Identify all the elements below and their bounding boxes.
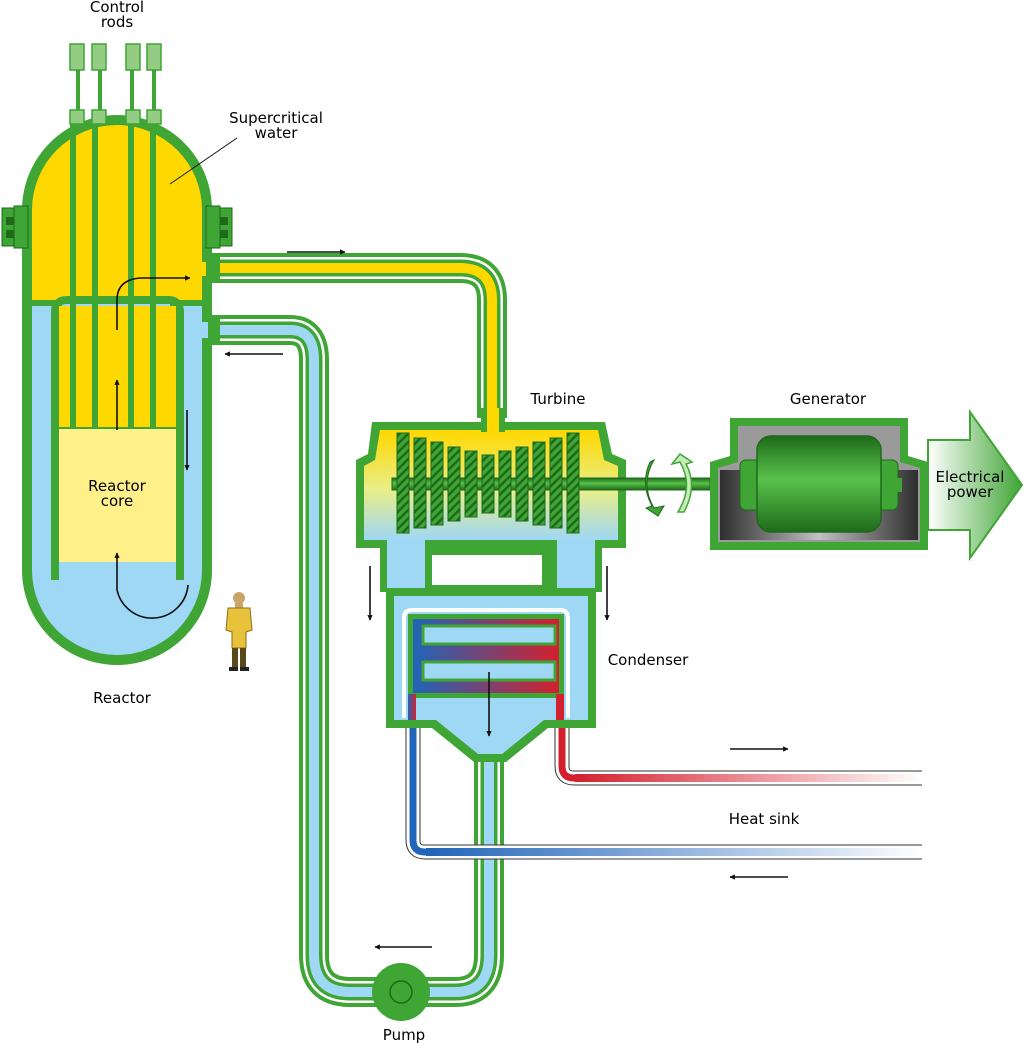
condenser-label: Condenser — [608, 651, 689, 669]
control-rod-head — [69, 43, 85, 71]
electrical-power-label-line1: Electrical — [936, 468, 1005, 486]
rotation-indicator — [644, 452, 694, 517]
control-rod-head — [146, 43, 162, 71]
control-rods-label-line2: rods — [101, 13, 134, 31]
turbine — [356, 408, 711, 548]
worker-figure — [225, 592, 253, 671]
generator — [710, 418, 928, 550]
pump-label: Pump — [383, 1026, 425, 1043]
condenser — [380, 540, 602, 762]
heat-sink-hot-line — [554, 700, 922, 786]
supercritical-water-region — [32, 125, 202, 300]
control-rods-label-line1: Control — [90, 0, 144, 16]
supercritical-water-label-line1: Supercritical — [229, 109, 323, 127]
steam-line — [205, 253, 507, 418]
condenser-flow-arrows — [367, 566, 610, 621]
reactor-core-label-line1: Reactor — [88, 477, 146, 495]
pump — [372, 963, 430, 1021]
electrical-power-arrow — [927, 408, 1024, 562]
control-rod-head — [125, 43, 141, 71]
reactor-interior — [32, 125, 208, 655]
electrical-power-label-line2: power — [947, 483, 994, 501]
reactor-core — [59, 428, 176, 562]
supercritical-water-label-line2: water — [255, 124, 299, 142]
reactor-flow-arrows — [114, 275, 191, 619]
heat-sink-cold-line — [405, 700, 922, 860]
reactor-label: Reactor — [93, 689, 151, 707]
control-rod-head — [91, 43, 107, 71]
control-rods — [69, 43, 162, 428]
pipe-flow-arrows — [224, 249, 789, 950]
feedwater-line — [205, 315, 504, 1007]
generator-label: Generator — [790, 390, 867, 408]
turbine-label: Turbine — [530, 390, 586, 408]
supercritical-water-leader — [169, 137, 238, 185]
reactor-core-label-line2: core — [101, 492, 134, 510]
heat-sink-label: Heat sink — [729, 810, 800, 828]
